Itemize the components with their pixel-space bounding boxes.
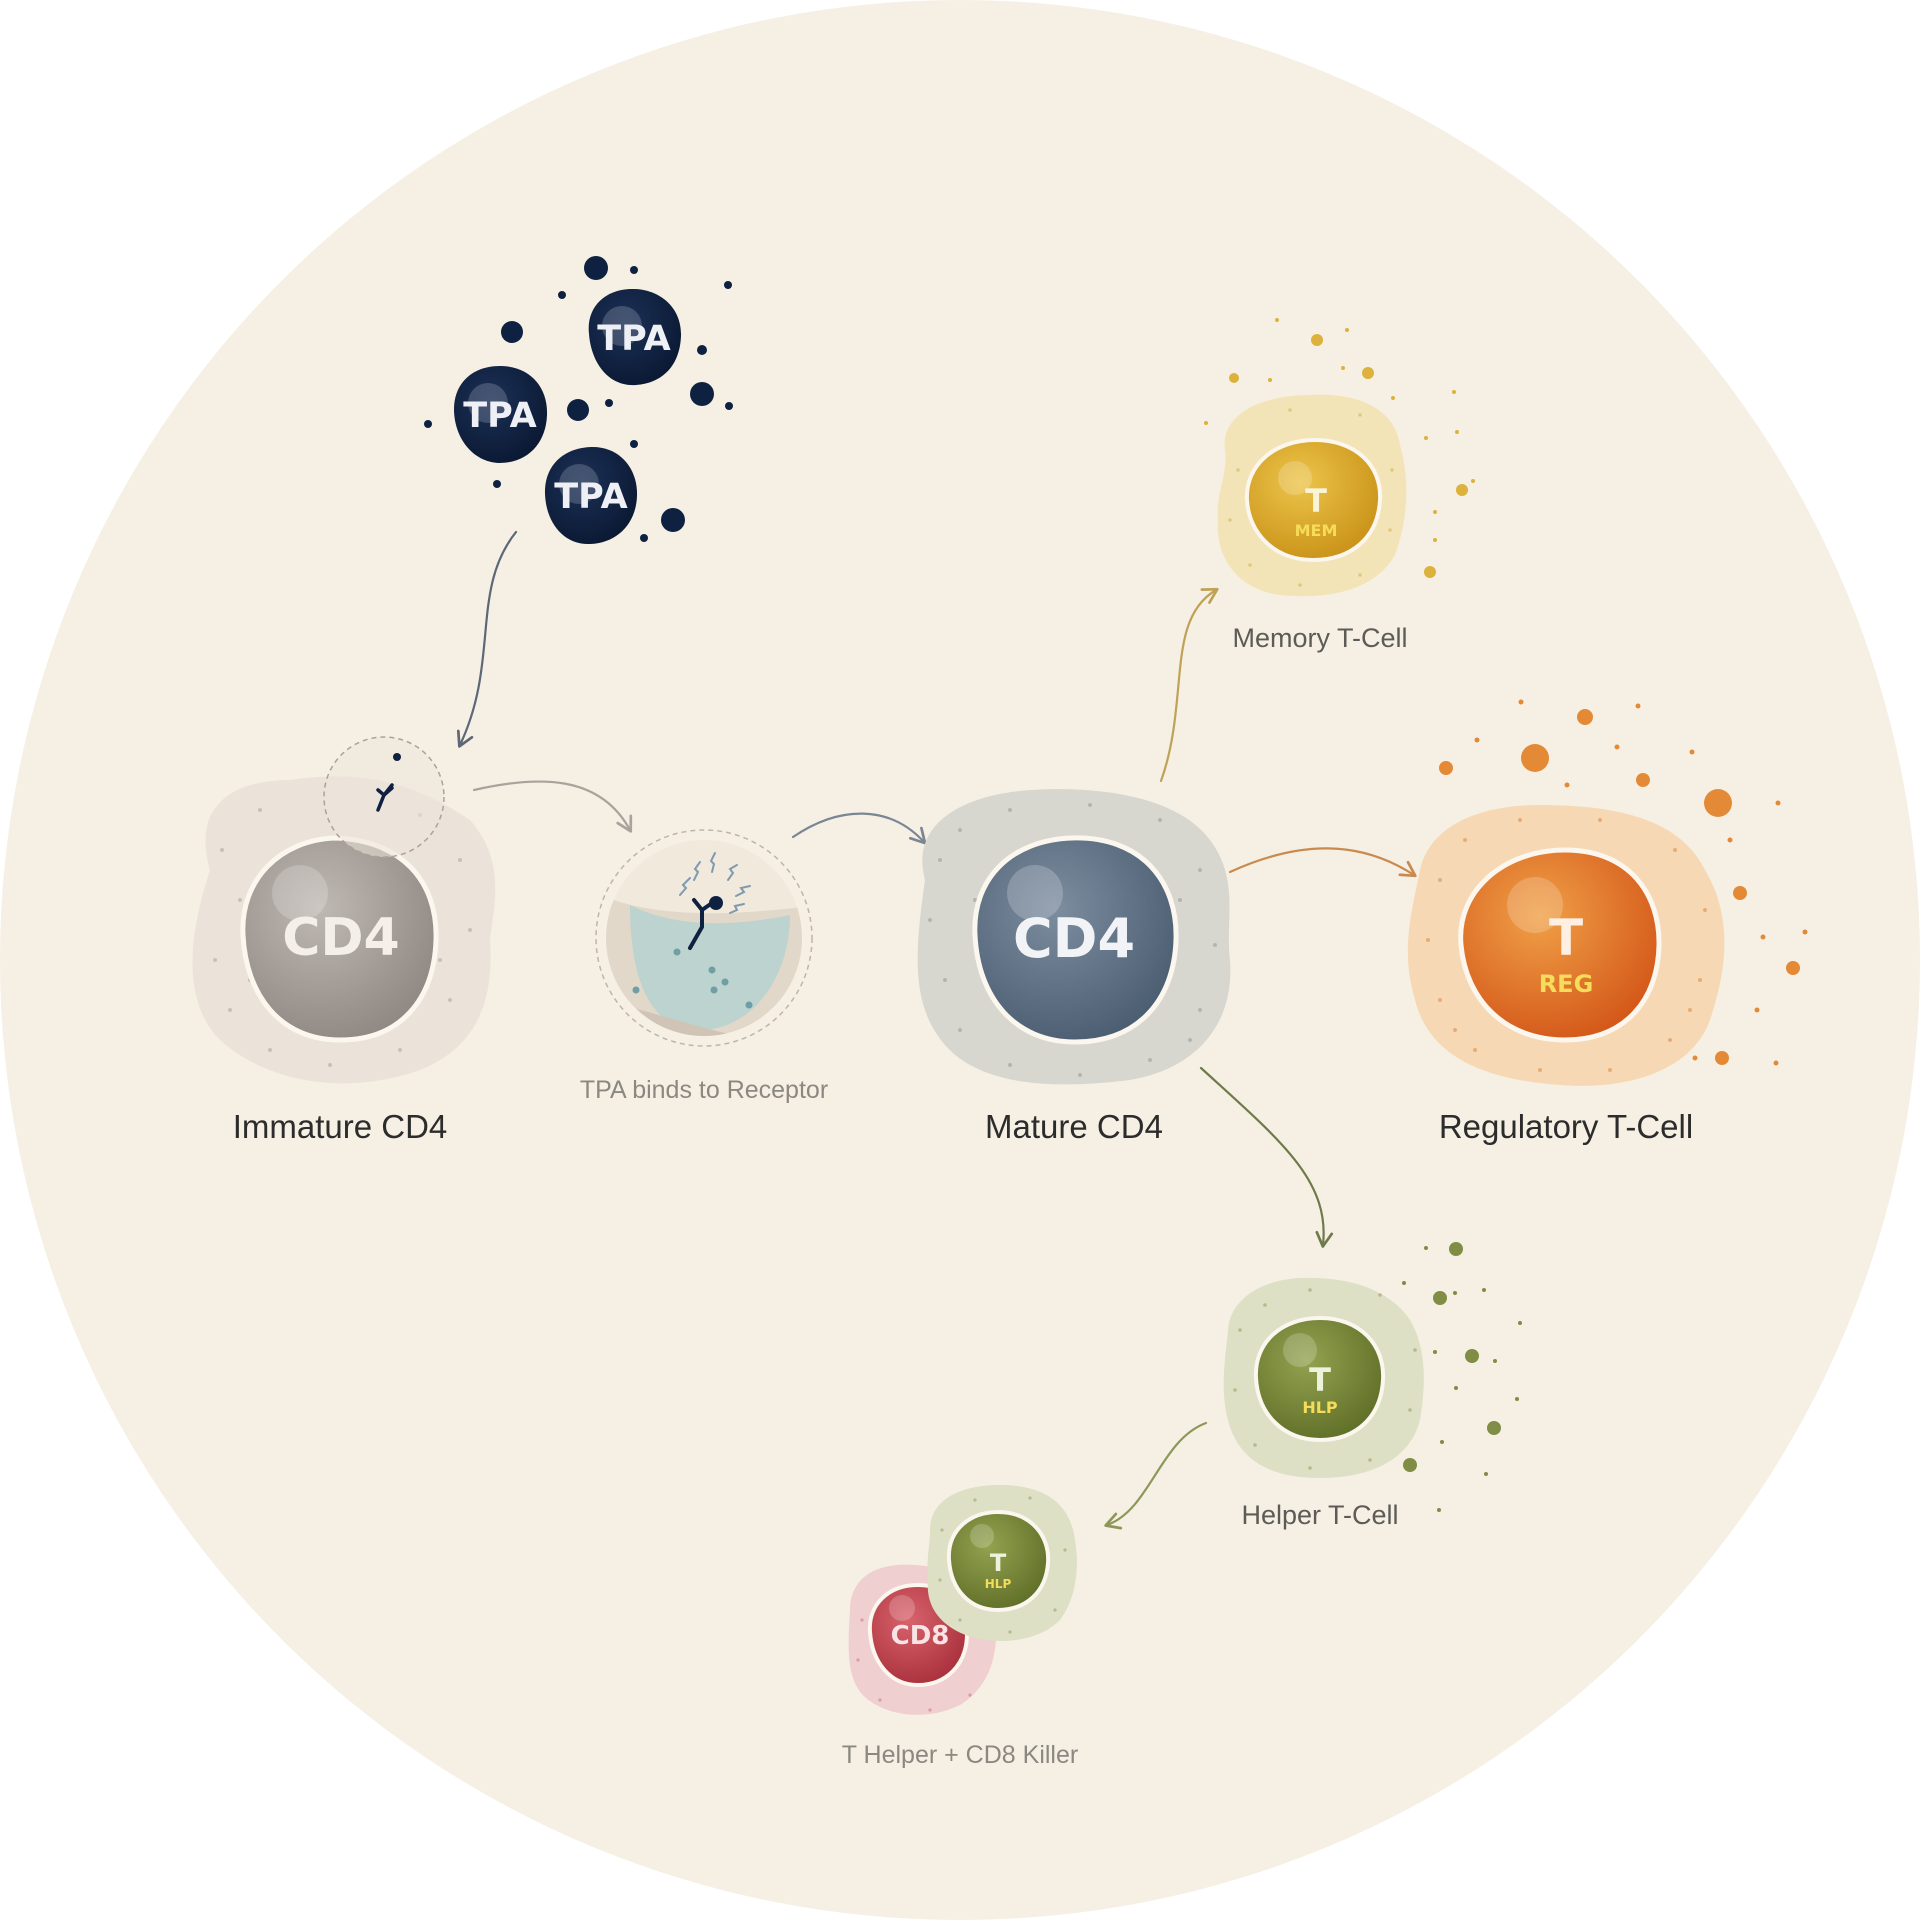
nucleus-label: T [1305, 482, 1327, 520]
cell-nucleus [1458, 847, 1662, 1043]
mature-cd4-cell: CD4 [917, 789, 1231, 1085]
cell-nucleus [1244, 437, 1383, 563]
arrow-mature-to-regulatory [1228, 847, 1417, 878]
killer-label: CD8 [891, 1621, 950, 1651]
helper-killer-pair: CD8 T HLP [848, 1485, 1077, 1715]
arrow-immature-to-binding [472, 780, 633, 833]
regulatory-particles [1439, 699, 1808, 1066]
cell-nucleus [1253, 1315, 1386, 1443]
cell-nucleus [946, 1509, 1051, 1613]
tpa-cluster: TPA TPA TPA [424, 256, 733, 545]
helper-particles [1402, 1242, 1522, 1512]
label-mature-cd4: Mature CD4 [985, 1108, 1163, 1145]
helper-t-cell: T HLP [1223, 1242, 1522, 1512]
regulatory-t-cell: T REG [1407, 699, 1808, 1086]
receptor-binding-icon [679, 852, 751, 950]
cell-nucleus [240, 835, 439, 1043]
tpa-label: TPA [597, 319, 670, 359]
memory-particles [1204, 318, 1475, 578]
arrow-helper-to-combo [1104, 1421, 1208, 1530]
arrow-binding-to-mature [791, 812, 927, 845]
combo-helper-cell: T HLP [927, 1485, 1077, 1641]
arrow-tpa-to-receptor [456, 530, 518, 748]
nucleus-label: CD4 [1013, 907, 1135, 970]
arrow-mature-to-helper [1199, 1066, 1334, 1248]
label-binding: TPA binds to Receptor [580, 1076, 828, 1104]
label-regulatory-t-cell: Regulatory T-Cell [1439, 1108, 1693, 1145]
immature-cd4-cell: CD4 [192, 736, 496, 1084]
binding-node [595, 829, 813, 1047]
cell-nucleus [972, 835, 1179, 1045]
label-immature-cd4: Immature CD4 [233, 1108, 448, 1145]
tpa-label: TPA [463, 396, 536, 436]
tpa-molecule-icon: TPA [454, 365, 548, 463]
combo-helper-sublabel: HLP [985, 1577, 1012, 1591]
nucleus-sublabel: REG [1539, 970, 1594, 998]
tpa-label: TPA [554, 477, 627, 517]
tpa-particles [424, 256, 733, 542]
tpa-molecule-icon: TPA [588, 288, 682, 386]
label-helper-killer: T Helper + CD8 Killer [842, 1741, 1078, 1769]
label-helper-t-cell: Helper T-Cell [1241, 1500, 1398, 1530]
node-labels: Immature CD4 TPA binds to Receptor Matur… [233, 623, 1693, 1769]
receptor-icon [376, 783, 394, 812]
nucleus-sublabel: MEM [1295, 521, 1338, 540]
nucleus-sublabel: HLP [1302, 1398, 1338, 1417]
nucleus-label: CD4 [282, 908, 400, 968]
nucleus-label: T [1549, 909, 1583, 967]
arrow-mature-to-memory [1159, 587, 1219, 783]
memory-t-cell: T MEM [1204, 318, 1475, 597]
combo-helper-label: T [990, 1549, 1007, 1577]
label-memory-t-cell: Memory T-Cell [1232, 623, 1407, 653]
nucleus-label: T [1309, 1361, 1331, 1399]
flow-arrows [456, 530, 1417, 1530]
tpa-molecule-icon: TPA [544, 446, 638, 545]
